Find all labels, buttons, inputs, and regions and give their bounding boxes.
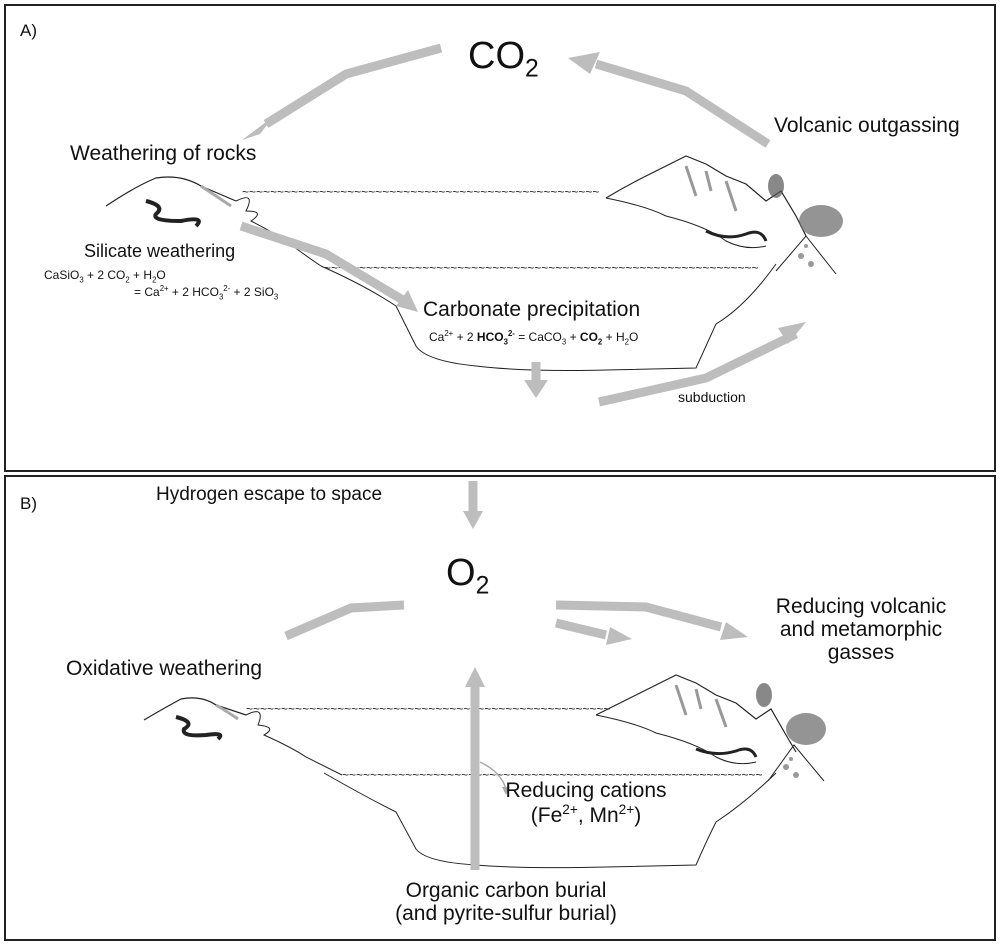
right-mountains-illustration — [605, 155, 807, 249]
volcano-illustration — [756, 683, 826, 782]
reducing-gasses-label: Reducing volcanic and metamorphic gasses — [775, 595, 947, 665]
volcano-smoke-small — [756, 683, 772, 707]
arrowhead-reducing-cations — [502, 787, 510, 795]
co2-base: CO — [468, 35, 525, 77]
arrow-oxidative-weathering — [284, 600, 405, 641]
arrowhead-weathering — [242, 116, 274, 140]
left-hill-illustration — [143, 697, 343, 776]
arrow-o2-to-mountains — [554, 618, 608, 640]
ocean-basin-outline — [320, 263, 777, 371]
silicate-weathering-label: Silicate weathering — [84, 241, 236, 261]
arrow-o2-to-reducing-gasses — [555, 600, 723, 632]
o2-subscript: 2 — [475, 572, 490, 600]
panel-b-letter: B) — [20, 494, 37, 513]
arrow-volcanic-to-co2 — [594, 59, 771, 148]
sea-surface-lower: ~~~~~~~~~~~~~~~~~~~~~~~~~~~~~~~~~~~~~~~~… — [324, 261, 758, 275]
sea-surface-upper: ~~~~~~~~~~~~~~~~~~~~~~~~~~~~~~~~~~~~~~~~… — [246, 702, 610, 716]
volcano-illustration — [768, 174, 843, 275]
arrowhead-mountains — [606, 627, 632, 645]
organic-burial-label: Organic carbon burial (and pyrite-sulfur… — [395, 879, 617, 926]
panel-a-artwork: ~~~~~~~~~~~~~~~~~~~~~~~~~~~~~~~~~~~~~~~~… — [105, 43, 843, 407]
arrow-reducing-cations — [479, 761, 507, 790]
arrowhead-carbonate — [396, 290, 418, 312]
silicate-equation-line1: CaSiO3 + 2 CO2 + H2O — [44, 268, 166, 285]
carbonate-equation: Ca2+ + 2 HCO32- = CaCO3 + CO2 + H2O — [429, 329, 639, 347]
volcanic-outgassing-label: Volcanic outgassing — [774, 114, 960, 137]
ocean-basin-outline — [323, 772, 777, 869]
arrowhead-subduction — [778, 322, 806, 344]
volcano-smoke-large — [786, 713, 826, 745]
arrowhead-co2 — [568, 52, 600, 74]
right-mountains-illustration — [595, 674, 797, 765]
arrowhead-hydrogen-escape — [463, 511, 483, 529]
reducing-cations-label: Reducing cations (Fe2+, Mn2+) — [505, 779, 667, 828]
o2-label: O2 — [446, 552, 490, 600]
sea-surface-upper: ~~~~~~~~~~~~~~~~~~~~~~~~~~~~~~~~~~~~~~~~… — [242, 185, 599, 199]
co2-label: CO2 — [468, 35, 539, 83]
panel-b-oxygen-cycle: ~~~~~~~~~~~~~~~~~~~~~~~~~~~~~~~~~~~~~~~~… — [4, 475, 996, 941]
arrow-subduction — [598, 329, 798, 407]
weathering-of-rocks-label: Weathering of rocks — [70, 142, 257, 165]
volcano-smoke-small — [768, 174, 784, 198]
arrow-co2-to-weathering — [263, 43, 443, 128]
hydrogen-escape-label: Hydrogen escape to space — [156, 484, 383, 505]
carbonate-precipitation-label: Carbonate precipitation — [423, 298, 641, 321]
panel-a-carbon-cycle: ~~~~~~~~~~~~~~~~~~~~~~~~~~~~~~~~~~~~~~~~… — [4, 4, 996, 472]
volcano-smoke-large — [799, 205, 843, 237]
arrowhead-carbonate-down — [524, 380, 548, 398]
co2-subscript: 2 — [525, 55, 539, 83]
oxidative-weathering-label: Oxidative weathering — [66, 657, 263, 680]
arrowhead-organic-burial — [465, 667, 485, 687]
subduction-label: subduction — [678, 389, 746, 405]
arrowhead-reducing-gasses — [720, 622, 748, 640]
sea-surface-lower: ~~~~~~~~~~~~~~~~~~~~~~~~~~~~~~~~~~~~~~~~… — [342, 768, 762, 782]
silicate-equation-line2: = Ca2+ + 2 HCO32- + 2 SiO3 — [134, 284, 279, 302]
panel-b-artwork: ~~~~~~~~~~~~~~~~~~~~~~~~~~~~~~~~~~~~~~~~… — [143, 481, 826, 870]
o2-base: O — [446, 552, 476, 594]
left-hill-illustration — [105, 176, 322, 267]
arrow-weathering-to-carbonate — [239, 221, 409, 306]
panel-a-letter: A) — [20, 21, 37, 40]
